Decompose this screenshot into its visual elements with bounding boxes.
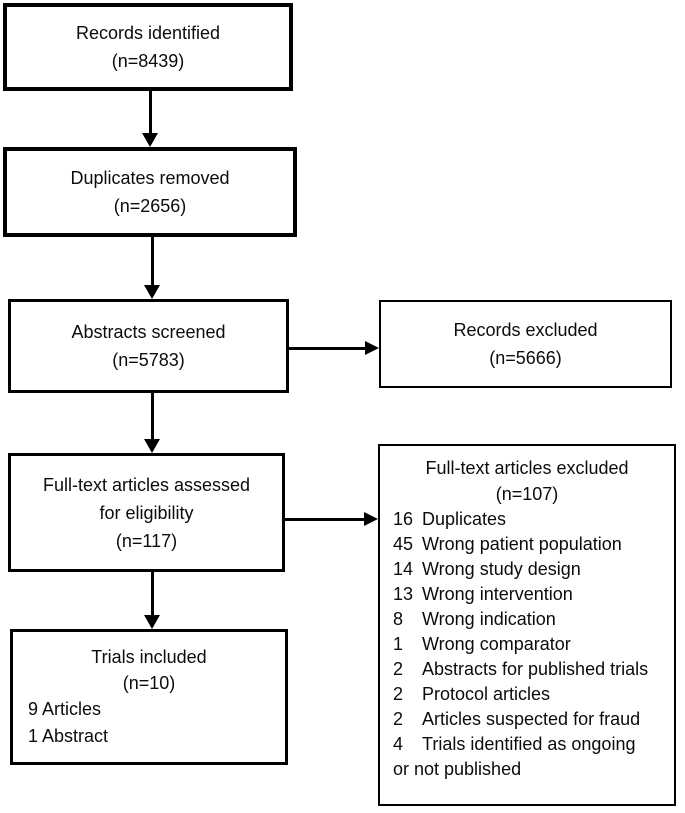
- exclusion-reason: 16 Duplicates: [380, 507, 674, 532]
- arrow-head-right-icon: [365, 341, 379, 355]
- exclusion-reason: 14 Wrong study design: [380, 557, 674, 582]
- box-fulltext-excluded-count: (n=107): [495, 484, 559, 504]
- reason-count: 2: [393, 709, 404, 729]
- reason-label: Wrong patient population: [422, 534, 622, 554]
- box-records-identified-count: (n=8439): [111, 51, 185, 71]
- box-abstracts-screened: Abstracts screened (n=5783): [8, 299, 289, 393]
- reason-count: 13: [393, 584, 414, 604]
- box-records-identified-label: Records identified: [75, 23, 221, 43]
- box-fulltext-excluded-title: Full-text articles excluded: [425, 458, 629, 478]
- box-trials-included-count: (n=10): [122, 673, 176, 693]
- arrow-shaft: [150, 237, 154, 286]
- arrow-shaft: [285, 517, 364, 521]
- reason-count: 2: [393, 659, 404, 679]
- exclusion-reason: 2 Abstracts for published trials: [380, 657, 674, 682]
- arrow-shaft: [148, 91, 152, 134]
- box-trials-included-title: Trials included: [91, 647, 207, 667]
- exclusion-reason: 4 Trials identified as ongoing: [380, 732, 674, 757]
- reason-label: Wrong indication: [422, 609, 556, 629]
- reason-label: Articles suspected for fraud: [422, 709, 641, 729]
- included-item: 1 Abstract: [28, 726, 109, 746]
- box-fulltext-assessed-label-2: for eligibility: [99, 502, 194, 523]
- box-fulltext-assessed-label-1: Full-text articles assessed: [42, 474, 251, 495]
- reason-label: Wrong comparator: [422, 634, 571, 654]
- exclusion-reason-continuation: or not published: [393, 759, 522, 779]
- exclusion-reason: 8 Wrong indication: [380, 607, 674, 632]
- reason-label: Trials identified as ongoing: [422, 734, 636, 754]
- reason-count: 45: [393, 534, 414, 554]
- box-records-excluded-count: (n=5666): [489, 348, 562, 368]
- box-fulltext-assessed-count: (n=117): [115, 530, 178, 551]
- reason-count: 8: [393, 609, 404, 629]
- box-abstracts-screened-label: Abstracts screened: [71, 322, 226, 342]
- reason-count: 4: [393, 734, 404, 754]
- exclusion-reason: 1 Wrong comparator: [380, 632, 674, 657]
- box-duplicates-removed: Duplicates removed (n=2656): [3, 147, 297, 237]
- reason-count: 1: [393, 634, 404, 654]
- box-records-excluded-label: Records excluded: [453, 320, 598, 340]
- box-records-identified: Records identified (n=8439): [3, 3, 293, 91]
- exclusion-reason: 45 Wrong patient population: [380, 532, 674, 557]
- exclusion-reason: 2 Articles suspected for fraud: [380, 707, 674, 732]
- exclusion-reason: 13 Wrong intervention: [380, 582, 674, 607]
- box-fulltext-assessed: Full-text articles assessed for eligibil…: [8, 453, 285, 572]
- box-duplicates-removed-count: (n=2656): [113, 196, 187, 216]
- box-records-excluded: Records excluded (n=5666): [379, 300, 672, 388]
- arrow-shaft: [150, 572, 154, 616]
- arrow-shaft: [289, 346, 366, 350]
- box-duplicates-removed-label: Duplicates removed: [70, 168, 230, 188]
- box-fulltext-excluded: Full-text articles excluded (n=107) 16 Du…: [378, 444, 676, 806]
- arrow-shaft: [150, 393, 154, 440]
- reason-label: Protocol articles: [422, 684, 551, 704]
- reason-label: Abstracts for published trials: [422, 659, 649, 679]
- reason-count: 2: [393, 684, 404, 704]
- box-abstracts-screened-count: (n=5783): [112, 350, 185, 370]
- box-trials-included: Trials included (n=10) 9 Articles 1 Abst…: [10, 629, 288, 765]
- reason-count: 16: [393, 509, 414, 529]
- arrow-head-down-icon: [144, 285, 160, 299]
- included-item: 9 Articles: [28, 699, 102, 719]
- reason-count: 14: [393, 559, 414, 579]
- arrow-head-down-icon: [142, 133, 158, 147]
- exclusion-reason: 2 Protocol articles: [380, 682, 674, 707]
- reason-label: Duplicates: [422, 509, 507, 529]
- arrow-head-down-icon: [144, 615, 160, 629]
- arrow-head-right-icon: [364, 512, 378, 526]
- reason-label: Wrong intervention: [422, 584, 573, 604]
- reason-label: Wrong study design: [422, 559, 581, 579]
- arrow-head-down-icon: [144, 439, 160, 453]
